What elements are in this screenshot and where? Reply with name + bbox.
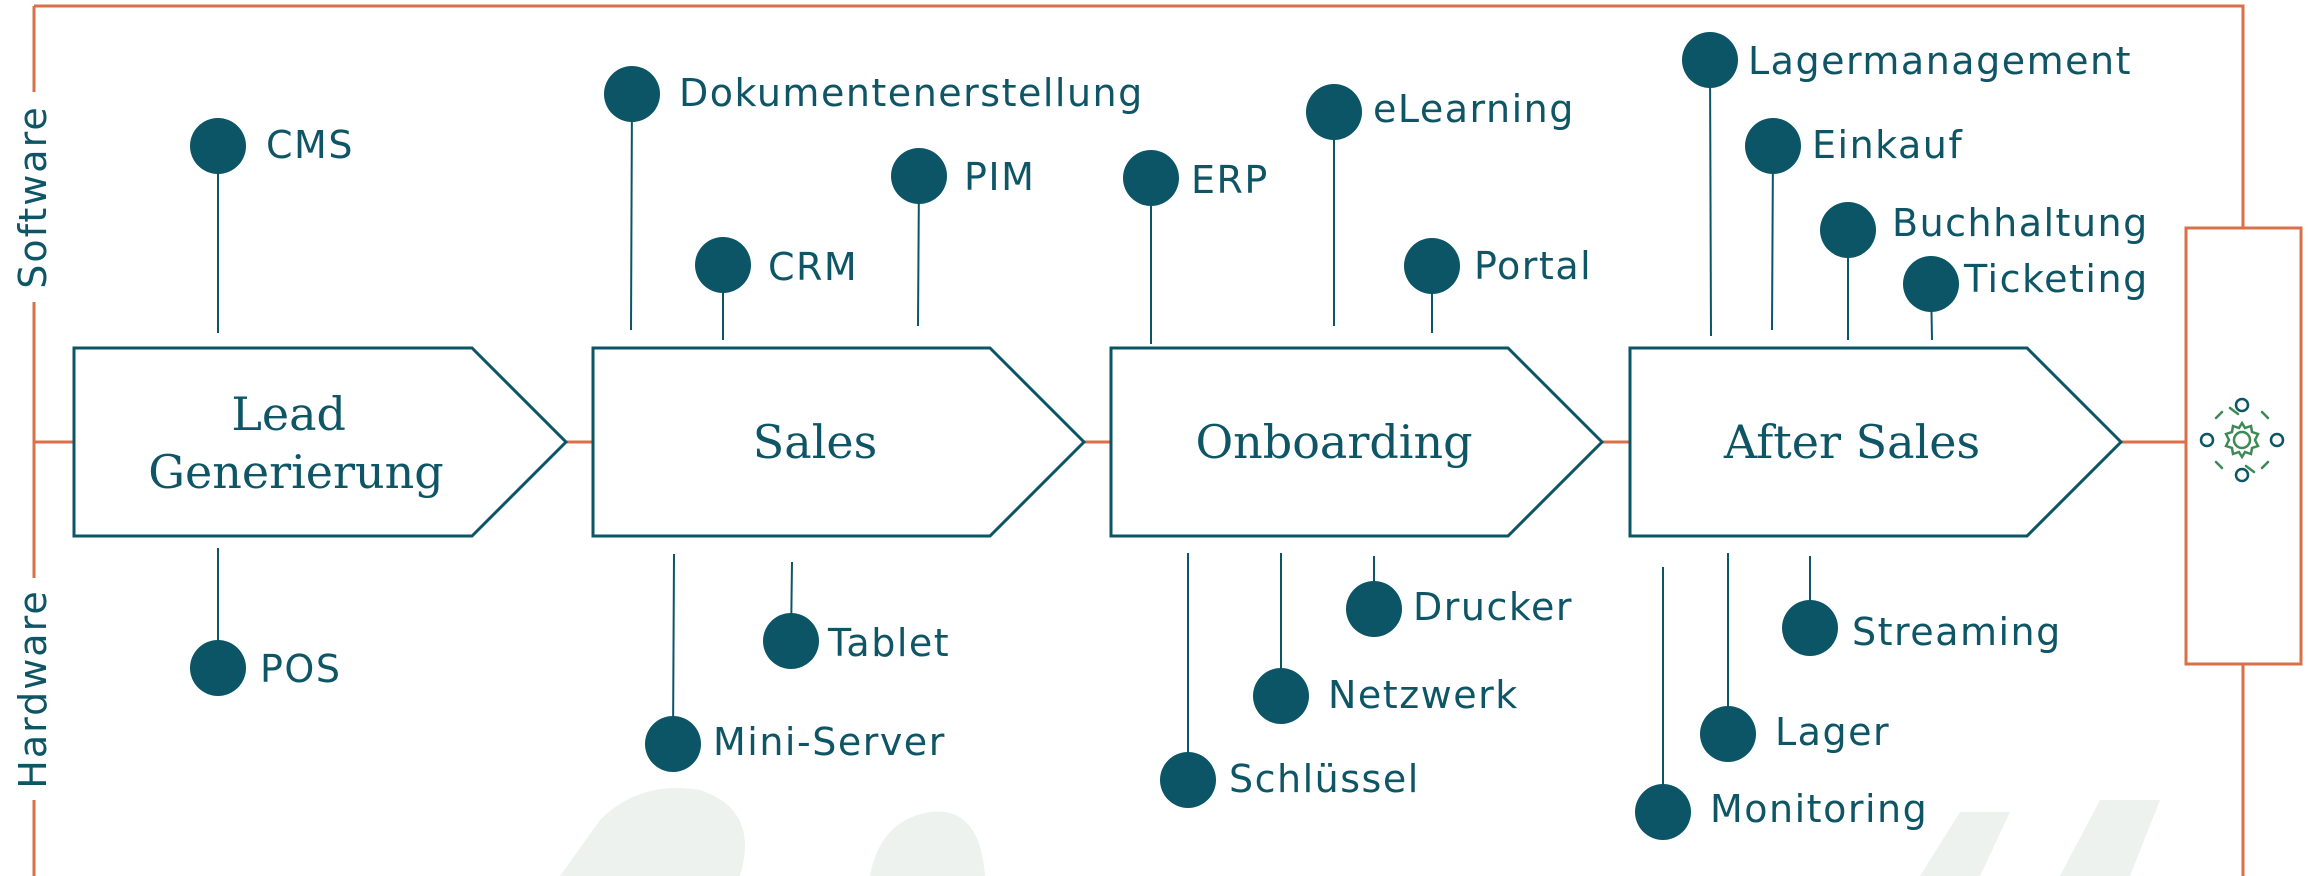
einkauf-dot <box>1745 118 1801 174</box>
stage-lead-shape <box>72 346 569 538</box>
software-label-portal: Portal <box>1474 244 1592 288</box>
buchhaltung-dot <box>1820 202 1876 258</box>
crm-dot <box>695 237 751 293</box>
hardware-label-pos: POS <box>260 647 341 691</box>
software-axis-label: Software <box>11 105 55 289</box>
streaming-dot <box>1782 600 1838 656</box>
software-label-erp: ERP <box>1191 158 1269 202</box>
stage-aftersales-label: After Sales <box>1723 415 1980 469</box>
hardware-label-mini-server: Mini-Server <box>713 720 946 764</box>
stage-sales-shape <box>591 346 1087 538</box>
pos-dot <box>190 640 246 696</box>
hardware-axis-label: Hardware <box>11 589 55 788</box>
hardware-label-streaming: Streaming <box>1852 610 2062 654</box>
pim-dot <box>891 148 947 204</box>
tablet-dot <box>763 613 819 669</box>
ticketing-dot <box>1903 256 1959 312</box>
hardware-connectors <box>217 548 1811 812</box>
dokumentenerstellung-dot <box>604 66 660 122</box>
software-label-cms: CMS <box>266 123 354 167</box>
elearning-dot <box>1306 84 1362 140</box>
hardware-label-drucker: Drucker <box>1413 585 1573 629</box>
stage-onboarding-label: Onboarding <box>1195 415 1472 469</box>
erp-dot <box>1123 150 1179 206</box>
software-label-ticketing: Ticketing <box>1963 257 2149 301</box>
cms-dot <box>190 118 246 174</box>
hardware-labels: POS Mini-Server Tablet Schlüssel Netzwer… <box>260 585 2062 831</box>
software-label-buchhaltung: Buchhaltung <box>1892 201 2149 245</box>
netzwerk-dot <box>1253 668 1309 724</box>
stage-aftersales-shape <box>1628 346 2124 538</box>
mini-server-dot <box>645 716 701 772</box>
software-dots <box>190 32 1959 312</box>
schluessel-dot <box>1160 752 1216 808</box>
hardware-label-monitoring: Monitoring <box>1710 787 1928 831</box>
software-label-lagermanagement: Lagermanagement <box>1748 39 2132 83</box>
portal-dot <box>1404 238 1460 294</box>
monitoring-dot <box>1635 784 1691 840</box>
hardware-dots <box>190 581 1838 840</box>
stage-onboarding-shape <box>1109 346 1605 538</box>
software-label-dokumentenerstellung: Dokumentenerstellung <box>679 71 1144 115</box>
hardware-label-lager: Lager <box>1775 710 1890 754</box>
software-label-pim: PIM <box>964 155 1035 199</box>
software-label-crm: CRM <box>768 245 858 289</box>
stage-shapes <box>72 346 2124 538</box>
lagermanagement-dot <box>1682 32 1738 88</box>
stage-lead-label: Lead Generierung <box>148 387 443 499</box>
gear-network-icon <box>2199 397 2285 483</box>
software-labels: CMS Dokumentenerstellung CRM PIM ERP eLe… <box>266 39 2149 301</box>
stage-sales-label: Sales <box>753 415 877 469</box>
hardware-label-schluessel: Schlüssel <box>1229 757 1420 801</box>
hardware-label-netzwerk: Netzwerk <box>1328 673 1519 717</box>
hardware-label-tablet: Tablet <box>827 621 950 665</box>
software-label-elearning: eLearning <box>1373 87 1575 131</box>
drucker-dot <box>1346 581 1402 637</box>
software-label-einkauf: Einkauf <box>1812 123 1963 167</box>
watermark <box>560 788 2160 876</box>
lager-dot <box>1700 706 1756 762</box>
